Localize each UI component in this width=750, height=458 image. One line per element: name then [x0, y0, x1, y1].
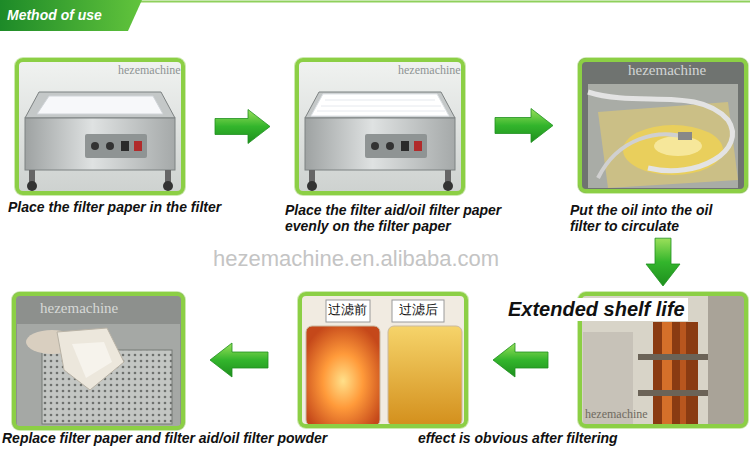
oil-circulation-photo [588, 84, 738, 188]
step-caption: Place the filter aid/oil filter paper ev… [285, 202, 547, 234]
watermark: hezemachine [585, 408, 648, 422]
filter-paper-photo [365, 134, 427, 158]
filter-paper-photo [401, 141, 409, 151]
replace-paper-photo [17, 324, 180, 427]
watermark: hezemachine.en.alibaba.com [213, 246, 499, 271]
filter-paper-photo [371, 142, 379, 150]
filter-machine-photo [25, 118, 175, 170]
before-after-photo [388, 326, 462, 426]
flow-arrow [210, 343, 268, 377]
machine-interior-photo [653, 322, 698, 428]
filter-machine-photo [91, 142, 99, 150]
before-after-photo [392, 300, 444, 322]
filter-machine-photo [85, 134, 147, 158]
sign-label: 过滤前 [328, 303, 367, 318]
filter-paper-photo [386, 142, 394, 150]
watermark: hezemachine [398, 64, 461, 78]
step-caption: Place the filter paper in the filter [8, 199, 221, 215]
filter-paper-photo [414, 141, 422, 151]
step-caption: Extended shelf life [505, 298, 688, 321]
replace-paper-photo [72, 342, 112, 378]
header-banner [130, 1, 750, 3]
machine-interior-photo [680, 322, 686, 428]
filter-machine-photo [25, 92, 175, 118]
machine-interior-photo [638, 390, 708, 396]
filter-machine-photo [106, 142, 114, 150]
watermark: hezemachine [118, 64, 181, 78]
oil-circulation-photo [598, 134, 688, 178]
filter-paper-photo [295, 58, 465, 195]
machine-interior-photo [662, 322, 672, 428]
replace-paper-photo [57, 328, 124, 390]
sign-label: 过滤后 [399, 303, 438, 318]
header-banner [0, 0, 142, 31]
replace-paper-photo [12, 292, 185, 430]
filter-paper-photo [295, 58, 465, 195]
filter-machine-photo [15, 58, 185, 195]
replace-paper-photo [12, 292, 185, 430]
step-panel: Place the filter paper in the filter [15, 58, 185, 195]
filter-paper-photo [325, 100, 435, 101]
filter-paper-photo [305, 92, 455, 118]
before-after-photo [306, 326, 380, 426]
filter-machine-photo [121, 141, 129, 151]
oil-circulation-photo [578, 58, 748, 193]
watermark: hezemachine [628, 62, 706, 79]
filter-paper-photo [311, 94, 449, 116]
flow-arrow [215, 110, 270, 144]
filter-paper-photo [317, 111, 445, 112]
oil-circulation-photo [578, 58, 748, 193]
step-caption: Replace filter paper and filter aid/oil … [2, 430, 327, 446]
flow-arrow [493, 343, 548, 377]
step-caption: effect is obvious after filtering [418, 430, 618, 446]
filter-machine-photo [15, 58, 185, 195]
filter-machine-photo [163, 181, 173, 191]
filter-paper-photo [305, 118, 455, 170]
watermark: hezemachine [40, 300, 118, 317]
flow-arrow [646, 238, 680, 286]
filter-paper-photo [307, 181, 317, 191]
step-panel: Put the oil into the oil filter to circu… [578, 58, 748, 193]
step-caption: Put the oil into the oil filter to circu… [570, 202, 746, 234]
machine-interior-photo [708, 292, 748, 428]
before-after-photo [298, 292, 468, 428]
machine-interior-photo [638, 354, 708, 360]
oil-circulation-photo [623, 125, 723, 175]
header-banner [0, 0, 750, 31]
filter-machine-photo [37, 96, 163, 114]
filter-machine-photo [134, 141, 142, 151]
filter-machine-photo [27, 181, 37, 191]
page-title: Method of use [7, 7, 102, 23]
oil-circulation-photo [678, 132, 692, 140]
step-panel: Place the filter aid/oil filter paper ev… [295, 58, 465, 195]
step-panel: effect is obvious after filtering [298, 292, 468, 428]
flow-arrow [495, 109, 553, 143]
before-after-photo [326, 300, 370, 322]
filter-paper-photo [443, 181, 453, 191]
oil-circulation-photo [598, 102, 738, 188]
filter-paper-photo [321, 106, 441, 107]
before-after-photo [298, 292, 468, 428]
